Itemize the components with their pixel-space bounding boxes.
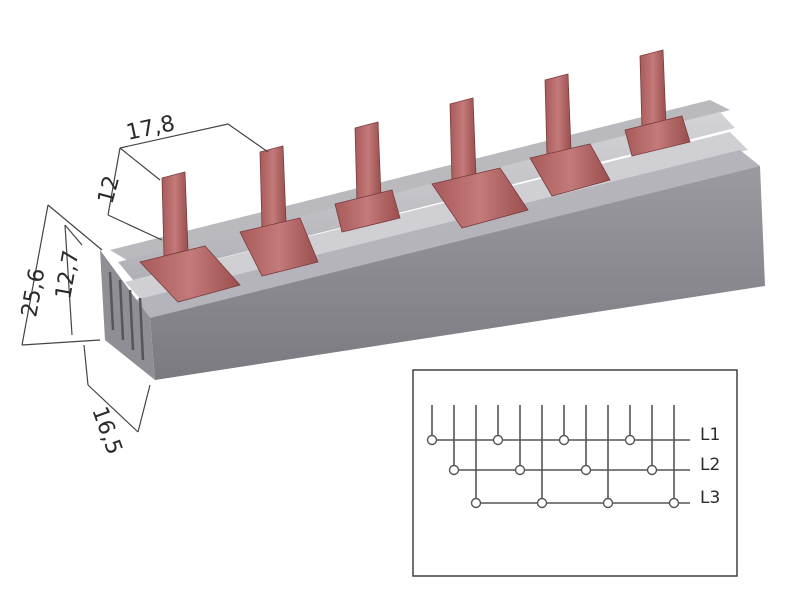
rail-front	[135, 150, 760, 320]
phase-label-l1: L1	[700, 425, 720, 445]
dim-pin-height: 12	[94, 173, 125, 207]
connection-node	[514, 464, 526, 476]
copper-pin	[239, 145, 319, 277]
dim-body-height: 12,7	[51, 248, 84, 301]
schematic-nodes	[426, 434, 680, 509]
schematic-frame	[412, 369, 738, 577]
connection-node	[426, 434, 438, 446]
connection-node	[624, 434, 636, 446]
phase-label-l3: L3	[700, 488, 720, 508]
wiring-schematic: L1 L2 L3	[412, 369, 738, 577]
end-slots	[108, 271, 145, 361]
connection-node	[448, 464, 460, 476]
connection-node	[536, 497, 548, 509]
copper-pin	[624, 49, 691, 157]
dim-depth: 16,5	[86, 404, 126, 459]
front-face	[150, 166, 765, 380]
dim-width-top: 17,8	[124, 111, 177, 146]
dimension-lines	[21, 123, 269, 433]
copper-pin	[431, 97, 529, 229]
copper-pin	[139, 171, 241, 303]
connection-node	[602, 497, 614, 509]
connection-node	[558, 434, 570, 446]
copper-pin	[529, 73, 611, 197]
copper-pins	[139, 49, 691, 303]
connection-node	[668, 497, 680, 509]
phase-label-l2: L2	[700, 455, 720, 475]
connection-node	[580, 464, 592, 476]
connection-node	[646, 464, 658, 476]
copper-pin	[334, 121, 401, 233]
connection-node	[492, 434, 504, 446]
connection-node	[470, 497, 482, 509]
dim-total-height: 25,6	[17, 266, 50, 319]
